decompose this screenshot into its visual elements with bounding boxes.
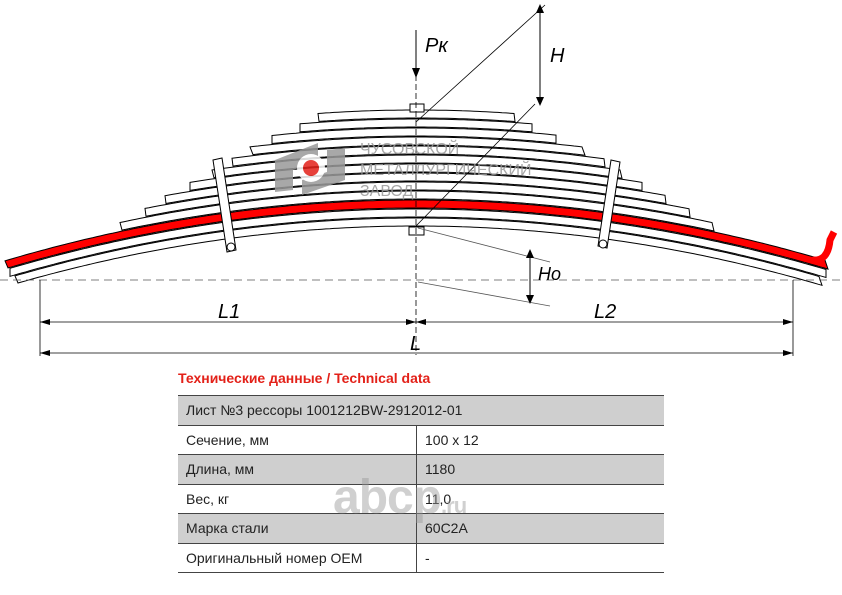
row-label: Марка стали xyxy=(178,513,417,544)
row-value: 60С2А xyxy=(416,513,664,544)
technical-data-table: Лист №3 рессоры 1001212BW-2912012-01 Сеч… xyxy=(178,395,664,573)
row-label: Длина, мм xyxy=(178,454,417,485)
spring-leaves xyxy=(4,109,838,287)
table-row: Оригинальный номер OEM- xyxy=(178,543,664,573)
left-clamp xyxy=(212,157,237,253)
center-bolt-head xyxy=(409,103,425,113)
watermark: abcp.ru xyxy=(333,471,467,524)
right-clamp xyxy=(597,159,621,249)
row-value: 1180 xyxy=(416,454,664,485)
height-ho-label: Ho xyxy=(538,264,561,284)
height-label: H xyxy=(550,45,565,67)
table-header-row: Лист №3 рессоры 1001212BW-2912012-01 xyxy=(178,395,664,426)
l1-label: L1 xyxy=(218,301,240,323)
row-value: - xyxy=(416,543,664,573)
company-logo: ЧУСОВСКОЙ МЕТАЛЛУРГИЧЕСКИЙ ЗАВОД xyxy=(275,139,531,200)
leaf-spring-drawing: Pк H Ho L1 L2 L ЧУСОВСКОЙ МЕТАЛЛУРГИЧЕСК… xyxy=(0,4,842,356)
l-label: L xyxy=(410,333,421,355)
highlighted-leaf-3 xyxy=(4,199,829,270)
load-label: Pк xyxy=(425,35,449,57)
logo-text-line2: МЕТАЛЛУРГИЧЕСКИЙ xyxy=(360,160,531,179)
spring-leaf xyxy=(231,145,606,168)
logo-text-line1: ЧУСОВСКОЙ xyxy=(360,139,459,158)
spring-leaf xyxy=(119,190,715,232)
logo-text-line3: ЗАВОД xyxy=(360,183,414,200)
leaf-eye-end xyxy=(811,230,838,264)
center-bolt-nut xyxy=(408,226,425,236)
l2-label: L2 xyxy=(594,301,616,323)
row-value: 11,0 xyxy=(416,484,664,514)
spring-leaf xyxy=(14,217,823,287)
part-name: Лист №3 рессоры 1001212BW-2912012-01 xyxy=(178,395,664,426)
row-label: Сечение, мм xyxy=(178,425,417,455)
row-label: Вес, кг xyxy=(178,484,417,514)
spring-leaf xyxy=(317,109,516,123)
spring-leaf xyxy=(271,127,557,145)
row-label: Оригинальный номер OEM xyxy=(178,543,417,573)
spring-leaf xyxy=(9,208,827,279)
spring-leaf xyxy=(249,136,586,156)
table-title: Технические данные / Technical data xyxy=(178,370,431,386)
row-value: 100 x 12 xyxy=(416,425,664,455)
